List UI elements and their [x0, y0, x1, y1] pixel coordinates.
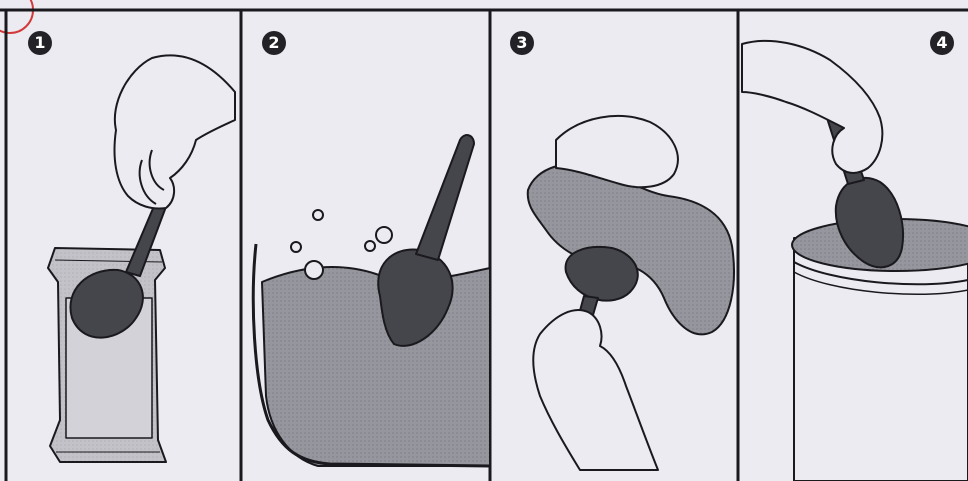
water — [262, 267, 490, 466]
hand-1 — [115, 55, 236, 208]
hand-4 — [742, 41, 882, 173]
spoon-3-bowl — [566, 247, 638, 301]
bubble — [313, 210, 323, 220]
cloth — [528, 164, 734, 334]
hand-3-bottom — [533, 310, 658, 470]
step-number-3: 3 — [510, 31, 534, 55]
step-number-2: 2 — [262, 31, 286, 55]
step-number-4: 4 — [930, 31, 954, 55]
container-body — [794, 238, 968, 481]
spoon-2-handle — [416, 135, 474, 260]
panel-4-scene — [742, 41, 968, 481]
panel-1-scene — [48, 55, 235, 462]
panel-2-scene — [253, 135, 490, 466]
panel-3-scene — [528, 116, 734, 470]
step-number-1: 1 — [28, 31, 52, 55]
